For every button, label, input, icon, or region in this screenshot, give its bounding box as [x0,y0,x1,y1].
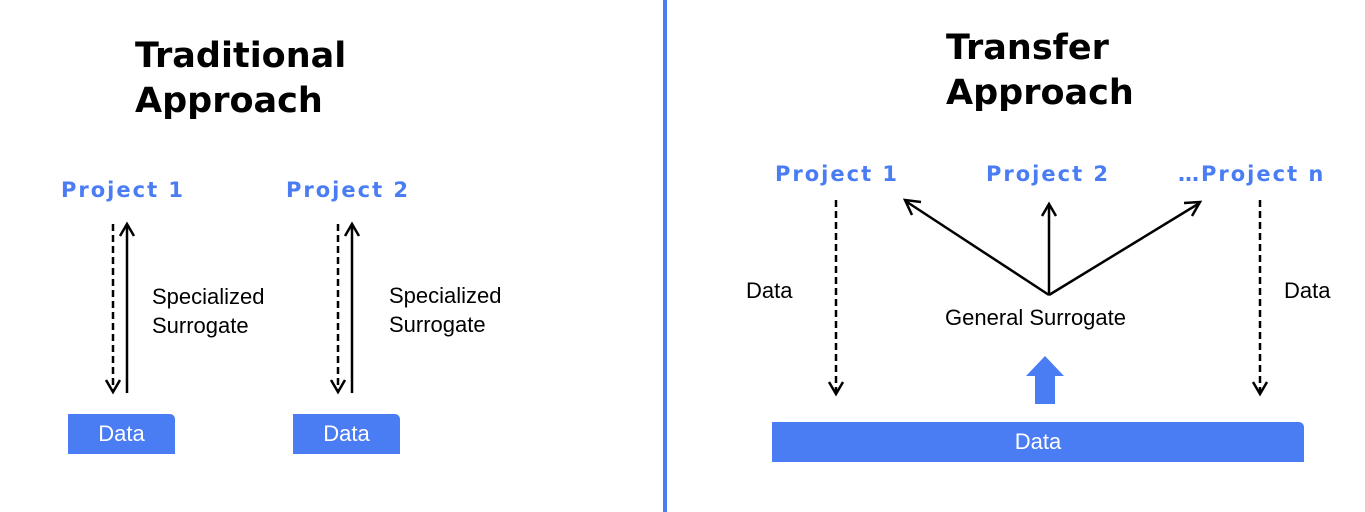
dashed-down-arrow [827,200,845,397]
transfer-project-n-label: …Project n [1178,162,1326,186]
traditional-project-2-label: Project 2 [286,178,411,202]
solid-up-arrow [118,221,136,393]
traditional-data-box-1: Data [68,414,175,454]
traditional-surrogate-label-1: Specialized Surrogate [152,283,265,340]
dashed-down-arrow [1251,200,1269,397]
fan-arrow-to-project-1 [902,198,1050,297]
transfer-project-2-label: Project 2 [986,162,1111,186]
traditional-title-line2: Approach [135,80,323,121]
traditional-data-box-2: Data [293,414,400,454]
dashed-down-arrow [104,224,122,395]
transfer-right-data-label: Data [1284,278,1331,303]
traditional-title-line1: Traditional [135,36,347,76]
fan-arrow-to-project-2 [1040,201,1058,295]
dashed-down-arrow [329,224,347,395]
traditional-surrogate-label-2: Specialized Surrogate [389,282,502,339]
blue-up-block-arrow [1026,356,1064,404]
traditional-project-1-label: Project 1 [61,178,186,202]
transfer-approach-title: Transfer Approach [946,22,1134,119]
transfer-left-data-label: Data [746,278,793,303]
transfer-data-bar: Data [772,422,1304,462]
transfer-title-line2: Approach [946,72,1134,113]
transfer-project-1-label: Project 1 [775,162,900,186]
surrogate-line2: Surrogate [389,311,486,337]
panel-divider [663,0,667,512]
surrogate-line1: Specialized [389,283,502,308]
transfer-title-line1: Transfer [946,28,1109,68]
fan-arrow-to-project-n [1048,200,1203,297]
surrogate-line1: Specialized [152,284,265,309]
general-surrogate-label: General Surrogate [945,305,1126,330]
surrogate-line2: Surrogate [152,312,249,338]
traditional-approach-title: Traditional Approach [135,30,346,127]
solid-up-arrow [343,221,361,393]
